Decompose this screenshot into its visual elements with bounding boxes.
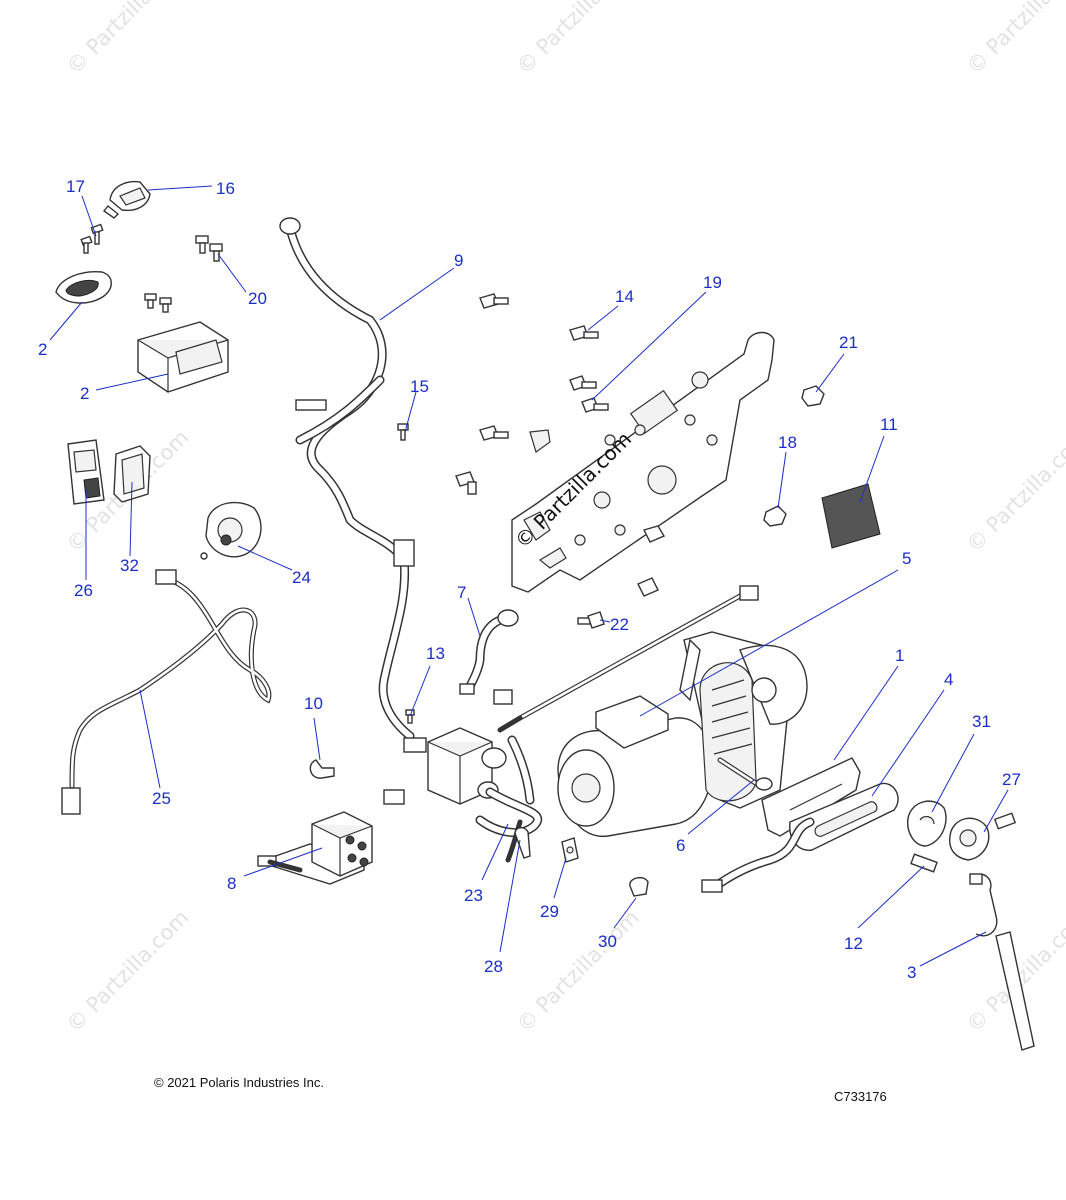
wire-harness-part-25 [61, 569, 272, 815]
callout-17: 17 [66, 177, 85, 196]
nut-part-21 [801, 385, 825, 407]
callout-8: 8 [227, 874, 237, 893]
pin-part-13 [405, 709, 415, 724]
callout-16: 16 [216, 179, 235, 198]
hose-part-23 [505, 819, 523, 863]
callout-15: 15 [410, 377, 429, 396]
key-fob-part-2 [55, 271, 112, 304]
callout-9: 9 [454, 251, 464, 270]
clip-part-10 [309, 759, 335, 779]
callout-25: 25 [152, 789, 171, 808]
bolt-part-22 [577, 611, 605, 629]
gasket-part-1 [761, 757, 861, 837]
diagram-code: C733176 [834, 1089, 887, 1104]
callout-2a: 2 [38, 340, 48, 359]
control-module-part-2 [137, 321, 229, 393]
mounting-plate [511, 331, 775, 593]
clamp-part-30 [629, 876, 649, 897]
callout-31: 31 [972, 712, 991, 731]
rocker-switch-part-26 [67, 439, 105, 505]
contactor-part-8 [257, 811, 373, 885]
bolts-left-column [455, 293, 666, 597]
control-knob-part-24 [200, 501, 262, 560]
callout-11: 11 [880, 415, 898, 434]
callout-14: 14 [615, 287, 634, 306]
screw-part-20 [144, 235, 223, 313]
winch-motor [557, 631, 808, 837]
tie-strap-part-28 [514, 826, 531, 859]
callout-32: 32 [120, 556, 139, 575]
callout-18: 18 [778, 433, 797, 452]
pin-part-15 [397, 423, 409, 441]
callout-21: 21 [839, 333, 858, 352]
callout-29: 29 [540, 902, 559, 921]
wire-lead-part-5 [497, 585, 759, 733]
winch-rope [701, 817, 815, 893]
callout-3: 3 [907, 963, 917, 982]
hook-strap-part-3 [969, 873, 1035, 1051]
callout-19: 19 [703, 273, 722, 292]
switch-cover-part-16 [102, 180, 151, 219]
bumper-part-27 [949, 812, 1017, 861]
nut-part-18 [763, 505, 787, 527]
leader-lines [49, 185, 1009, 967]
screw-part-17 [80, 223, 104, 254]
label-part-11 [821, 483, 881, 549]
screw-part-12 [910, 853, 938, 873]
cable-lead-part-6 [717, 757, 773, 791]
callout-22: 22 [610, 615, 629, 634]
callout-4: 4 [944, 670, 954, 689]
callout-1: 1 [895, 646, 905, 665]
cable-part-9 [279, 217, 415, 741]
callout-20: 20 [248, 289, 267, 308]
callout-27: 27 [1002, 770, 1021, 789]
solenoid-block [383, 689, 543, 838]
callout-26: 26 [74, 581, 93, 600]
callout-28: 28 [484, 957, 503, 976]
cable-part-7 [459, 609, 519, 695]
copyright-text: © 2021 Polaris Industries Inc. [154, 1075, 324, 1090]
callout-2b: 2 [80, 384, 90, 403]
callout-30: 30 [598, 932, 617, 951]
callout-6: 6 [676, 836, 686, 855]
callout-23: 23 [464, 886, 483, 905]
callout-13: 13 [426, 644, 445, 663]
callout-12: 12 [844, 934, 863, 953]
callout-10: 10 [304, 694, 323, 713]
bolt-part-19 [569, 375, 609, 413]
callout-24: 24 [292, 568, 311, 587]
fairlead-part-4 [789, 782, 899, 851]
switch-bezel-part-32 [113, 445, 151, 503]
callout-5: 5 [902, 549, 912, 568]
callout-7: 7 [457, 583, 467, 602]
clip-part-29 [561, 837, 579, 863]
bolt-part-14 [569, 325, 599, 341]
stopper-part-31 [907, 800, 947, 847]
